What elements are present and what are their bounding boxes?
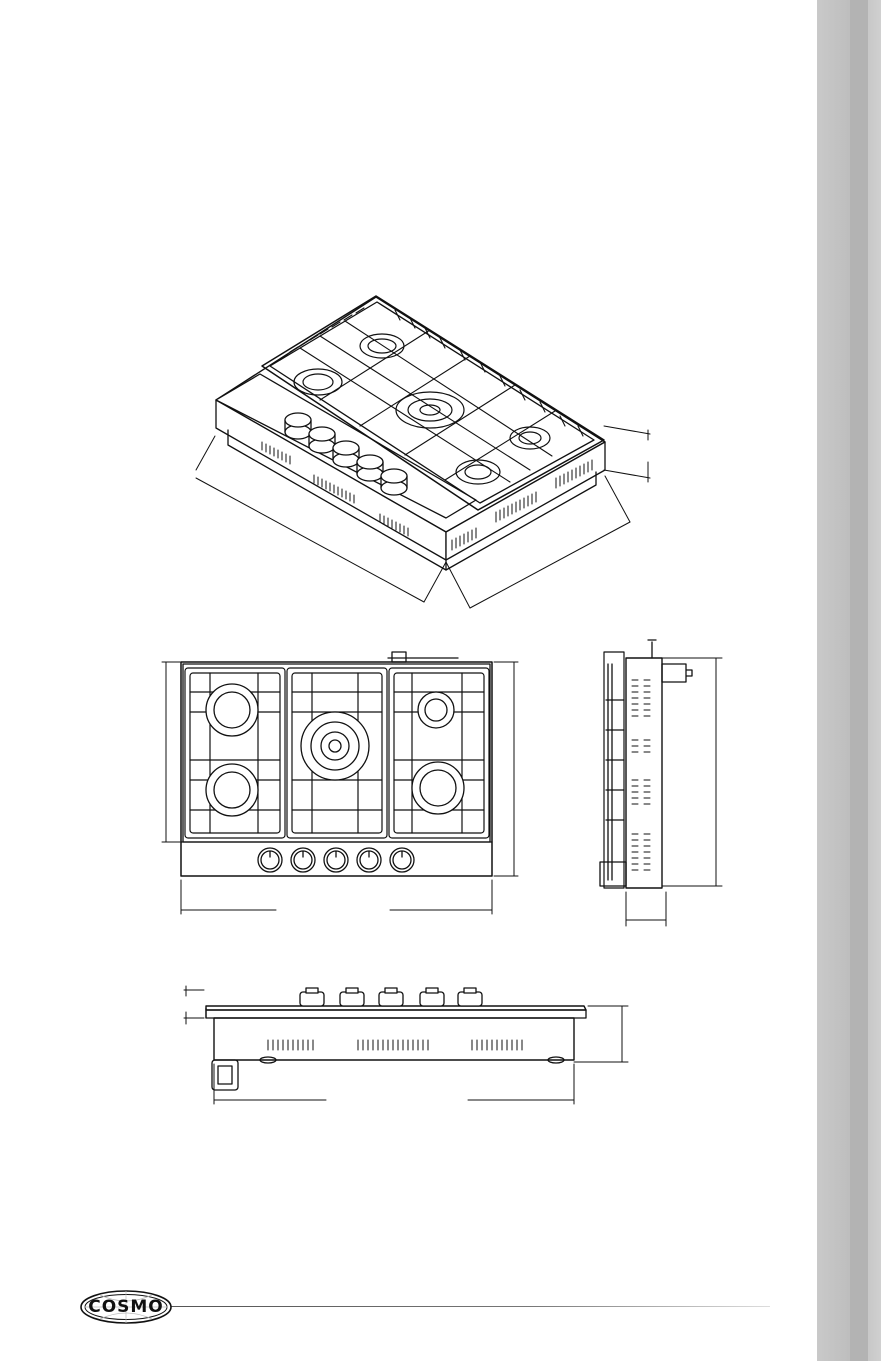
top-view-burners xyxy=(206,684,464,816)
front-view-dimensions xyxy=(184,986,628,1104)
logo-wordmark: COSMO xyxy=(80,1290,172,1324)
side-view-dimensions xyxy=(626,658,722,926)
knob xyxy=(340,988,364,1006)
gas-connector xyxy=(648,640,692,682)
side-view xyxy=(600,640,722,926)
burner-rear-left xyxy=(206,684,258,736)
burner-center xyxy=(301,712,369,780)
brand-logo: COSMO xyxy=(80,1290,172,1324)
front-body xyxy=(214,1018,574,1060)
knob xyxy=(420,988,444,1006)
gas-regulator xyxy=(212,1060,238,1090)
top-view-knobs xyxy=(258,848,414,872)
knob xyxy=(357,848,381,872)
burner-front-right xyxy=(412,762,464,814)
knob xyxy=(324,848,348,872)
burner-front-left xyxy=(206,764,258,816)
gas-inlet xyxy=(388,652,458,662)
front-view xyxy=(184,986,628,1104)
front-vents xyxy=(268,1040,522,1050)
knob xyxy=(291,848,315,872)
perspective-burners xyxy=(294,334,550,484)
side-vents xyxy=(632,680,650,870)
knob xyxy=(379,988,403,1006)
footer-rule xyxy=(170,1306,770,1307)
burner-rear-right xyxy=(418,692,454,728)
knob xyxy=(458,988,482,1006)
top-view xyxy=(162,652,518,914)
perspective-view xyxy=(196,296,650,608)
knob xyxy=(258,848,282,872)
side-grate-profile xyxy=(604,652,624,888)
knob xyxy=(390,848,414,872)
front-knobs xyxy=(300,988,482,1006)
knob xyxy=(300,988,324,1006)
